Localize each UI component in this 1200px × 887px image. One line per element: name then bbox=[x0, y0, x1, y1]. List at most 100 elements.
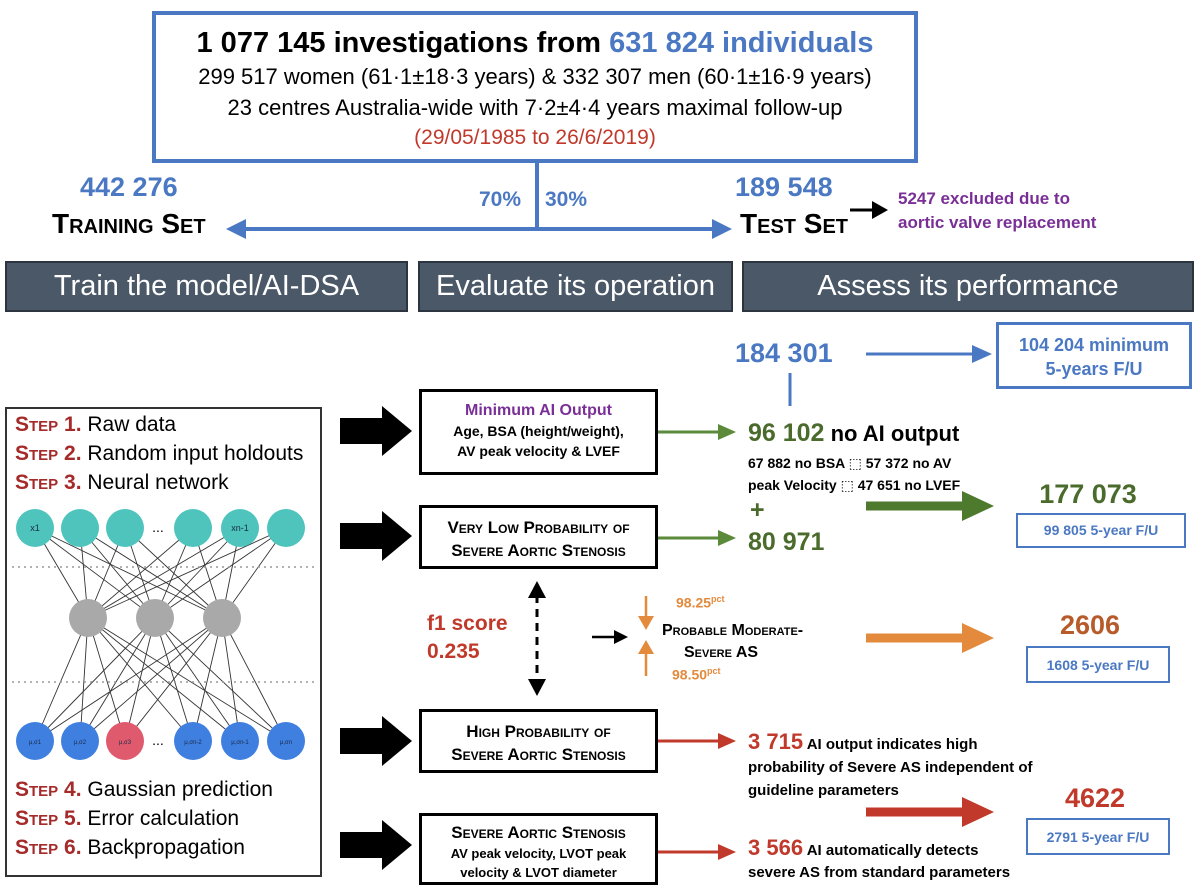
network-edge bbox=[154, 617, 287, 742]
output-node-label: μ,σn-2 bbox=[184, 740, 202, 746]
severe-line-1: AV peak velocity, LVOT peak bbox=[450, 846, 627, 861]
steps-bottom: Step 4. Gaussian prediction Step 5. Erro… bbox=[15, 775, 273, 862]
severe-title: Severe Aortic Stenosis bbox=[451, 823, 626, 842]
output-node bbox=[106, 722, 144, 760]
very-low-line-2: Severe Aortic Stenosis bbox=[451, 541, 626, 560]
network-edge bbox=[154, 527, 287, 619]
plus-sign: + bbox=[750, 496, 765, 524]
low-total: 177 073 bbox=[1039, 479, 1137, 509]
hidden-node bbox=[69, 599, 107, 637]
orange-small-arrows bbox=[638, 596, 654, 676]
test-count: 189 548 bbox=[735, 172, 833, 202]
high-result-line-1: 3 715 AI output indicates high bbox=[748, 730, 1032, 756]
hidden-node bbox=[203, 599, 241, 637]
training-set-label: Training Set bbox=[52, 208, 206, 239]
network-edge bbox=[124, 527, 223, 619]
no-ai-detail-1: 67 882 no BSA ⬚ 57 372 no AV bbox=[748, 455, 952, 471]
cohort-headline: 1 077 145 investigations from 631 824 in… bbox=[156, 25, 914, 61]
output-node-label: μ,σn-1 bbox=[231, 740, 249, 746]
high-text-3: guideline parameters bbox=[748, 782, 899, 799]
hidden-node bbox=[136, 599, 174, 637]
step-4: Step 4. Gaussian prediction bbox=[15, 775, 273, 804]
high-count: 3 715 bbox=[748, 729, 804, 754]
step-2-label: Step 2. bbox=[15, 442, 82, 465]
network-edge bbox=[221, 617, 287, 742]
input-node bbox=[106, 509, 144, 547]
network-edge bbox=[124, 617, 223, 742]
step-5-label: Step 5. bbox=[15, 807, 82, 830]
f1-value: 0.235 bbox=[427, 640, 480, 663]
cohort-sex-breakdown: 299 517 women (61·1±18·3 years) & 332 30… bbox=[198, 64, 872, 89]
step-5-text: Error calculation bbox=[87, 807, 240, 830]
network-edge bbox=[154, 527, 241, 619]
f1-double-arrow bbox=[528, 581, 546, 696]
output-node bbox=[61, 722, 99, 760]
output-node-label: μ,σ1 bbox=[29, 740, 42, 746]
network-edge bbox=[34, 527, 223, 619]
step-6-label: Step 6. bbox=[15, 836, 82, 859]
moderate-bottom-percentile: 98.50pct bbox=[672, 666, 721, 683]
big-green-arrow bbox=[866, 491, 994, 521]
min5-line-2: 5-years F/U bbox=[1045, 359, 1143, 379]
input-node-label: xn-1 bbox=[231, 523, 249, 533]
step-6: Step 6. Backpropagation bbox=[15, 833, 273, 862]
training-percent: 70% bbox=[479, 188, 522, 211]
severe-result: 3 566 AI automatically detects severe AS… bbox=[748, 837, 1010, 884]
output-node bbox=[174, 722, 212, 760]
high-text-1: AI output indicates high bbox=[806, 736, 978, 753]
output-node-label: μ,σn bbox=[280, 740, 292, 746]
network-edge bbox=[87, 617, 241, 742]
network-edge bbox=[79, 527, 156, 619]
network-edge bbox=[79, 617, 156, 742]
ellipsis: ... bbox=[152, 732, 164, 748]
assessed-total: 184 301 bbox=[735, 338, 833, 368]
step-1-text: Raw data bbox=[87, 413, 177, 436]
excluded-line-2: aortic valve replacement bbox=[898, 213, 1097, 232]
output-node-label: μ,σ3 bbox=[119, 740, 132, 746]
input-node bbox=[174, 509, 212, 547]
very-low-probability-box: Very Low Probability of Severe Aortic St… bbox=[419, 505, 658, 569]
cohort-centres: 23 centres Australia-wide with 7·2±4·4 y… bbox=[227, 95, 843, 120]
f1-label: f1 score bbox=[427, 612, 508, 635]
low-probability-count: 80 971 bbox=[748, 528, 825, 556]
moderate-top-value: 98.25 bbox=[676, 594, 712, 611]
input-node bbox=[16, 509, 54, 547]
step-1-label: Step 1. bbox=[15, 413, 82, 436]
moderate-top-sup: pct bbox=[711, 594, 725, 604]
no-ai-output: 96 102 no AI output bbox=[748, 419, 959, 448]
step-1: Step 1. Raw data bbox=[15, 410, 303, 439]
excluded-line-1: 5247 excluded due to bbox=[898, 189, 1070, 208]
high-line-2: Severe Aortic Stenosis bbox=[451, 745, 626, 764]
output-node bbox=[267, 722, 305, 760]
f1-score: f1 score 0.235 bbox=[427, 610, 508, 666]
network-edge bbox=[87, 527, 287, 619]
input-node bbox=[61, 509, 99, 547]
low-followup-box: 99 805 5-year F/U bbox=[1016, 513, 1186, 548]
network-edge bbox=[79, 617, 89, 742]
high-line-1: High Probability of bbox=[466, 722, 611, 741]
big-red-arrow bbox=[866, 797, 994, 827]
min-ai-line-1: Age, BSA (height/weight), bbox=[453, 423, 624, 439]
high-probability-box: High Probability of Severe Aortic Stenos… bbox=[419, 709, 658, 773]
high-text-2: probability of Severe AS independent of bbox=[748, 759, 1033, 776]
moderate-followup-box: 1608 5-year F/U bbox=[1026, 646, 1170, 683]
network-edge bbox=[154, 617, 241, 742]
test-percent: 30% bbox=[545, 188, 588, 211]
network-edge bbox=[79, 527, 223, 619]
individuals-count: 631 824 individuals bbox=[609, 27, 874, 59]
ellipsis: ... bbox=[152, 519, 164, 535]
network-edge bbox=[221, 617, 241, 742]
no-ai-detail: 67 882 no BSA ⬚ 57 372 no AV peak Veloci… bbox=[748, 452, 960, 496]
low-followup: 99 805 5-year F/U bbox=[1043, 522, 1159, 538]
band-train-label: Train the model/AI-DSA bbox=[53, 270, 360, 302]
step-3-label: Step 3. bbox=[15, 471, 82, 494]
split-arrows bbox=[226, 162, 732, 239]
output-node bbox=[16, 722, 54, 760]
training-count: 442 276 bbox=[80, 172, 178, 202]
red-arrows bbox=[658, 733, 736, 860]
minimum-ai-output-box: Minimum AI Output Age, BSA (height/weigh… bbox=[419, 389, 658, 475]
moderate-top-percentile: 98.25pct bbox=[676, 594, 725, 611]
